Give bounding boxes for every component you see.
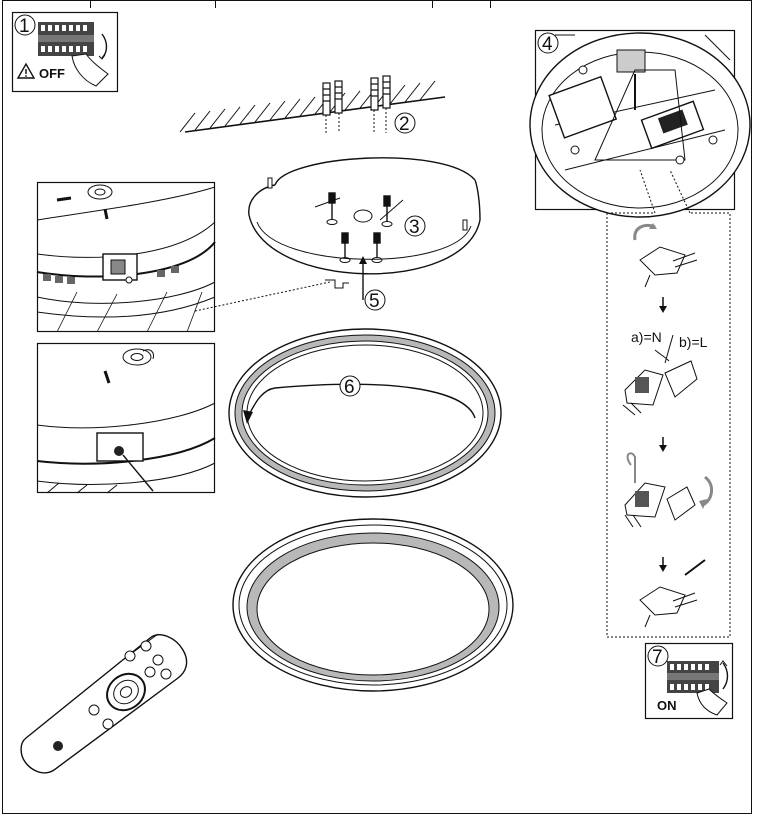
step-6-diffuser-rotate-diagram: 6 <box>228 328 502 498</box>
header-cell-divider <box>432 0 433 8</box>
detail-pointer-line <box>194 281 331 312</box>
terminal-insert-icon <box>624 452 713 528</box>
screw-icon <box>328 192 391 258</box>
header-cell-divider <box>490 0 491 8</box>
step-3-mounting-base-diagram: 3 5 <box>248 157 481 312</box>
circuit-breaker-icon <box>667 660 729 716</box>
wire-neutral-label: a)=N <box>631 329 662 345</box>
warning-triangle-icon <box>16 62 36 79</box>
header-cell-divider <box>215 0 216 8</box>
screw-icon <box>322 75 391 116</box>
power-off-label: OFF <box>39 66 65 81</box>
step-4-number: 4 <box>542 34 553 55</box>
step-5-number: 5 <box>369 291 380 312</box>
step-7-number: 7 <box>652 647 663 668</box>
circuit-breaker-icon <box>38 22 109 87</box>
step-1-number: 1 <box>19 16 30 37</box>
terminal-wiring-detail: a)=N b)=L <box>606 169 731 638</box>
detail-screw-fixing-inset <box>36 342 216 494</box>
power-on-label: ON <box>657 698 677 713</box>
detail-terminal-connection-inset <box>36 181 216 333</box>
step-3-number: 3 <box>409 217 420 238</box>
step-4-wiring-base-view: 4 <box>529 29 751 218</box>
finished-ceiling-lamp <box>232 518 514 692</box>
terminal-open-icon <box>622 360 698 416</box>
step-2-ceiling-drill-diagram: 2 <box>179 75 446 135</box>
step-7-power-on-panel: 7 ON <box>644 642 734 720</box>
terminal-closed-icon <box>633 223 698 288</box>
step-2-number: 2 <box>399 114 410 135</box>
step-6-number: 6 <box>344 377 355 398</box>
terminal-final-icon <box>639 559 706 628</box>
step-1-power-off-panel: 1 OFF <box>11 11 119 93</box>
header-cell-divider <box>90 0 91 8</box>
wire-live-label: b)=L <box>679 334 708 350</box>
remote-control-icon <box>20 633 188 774</box>
